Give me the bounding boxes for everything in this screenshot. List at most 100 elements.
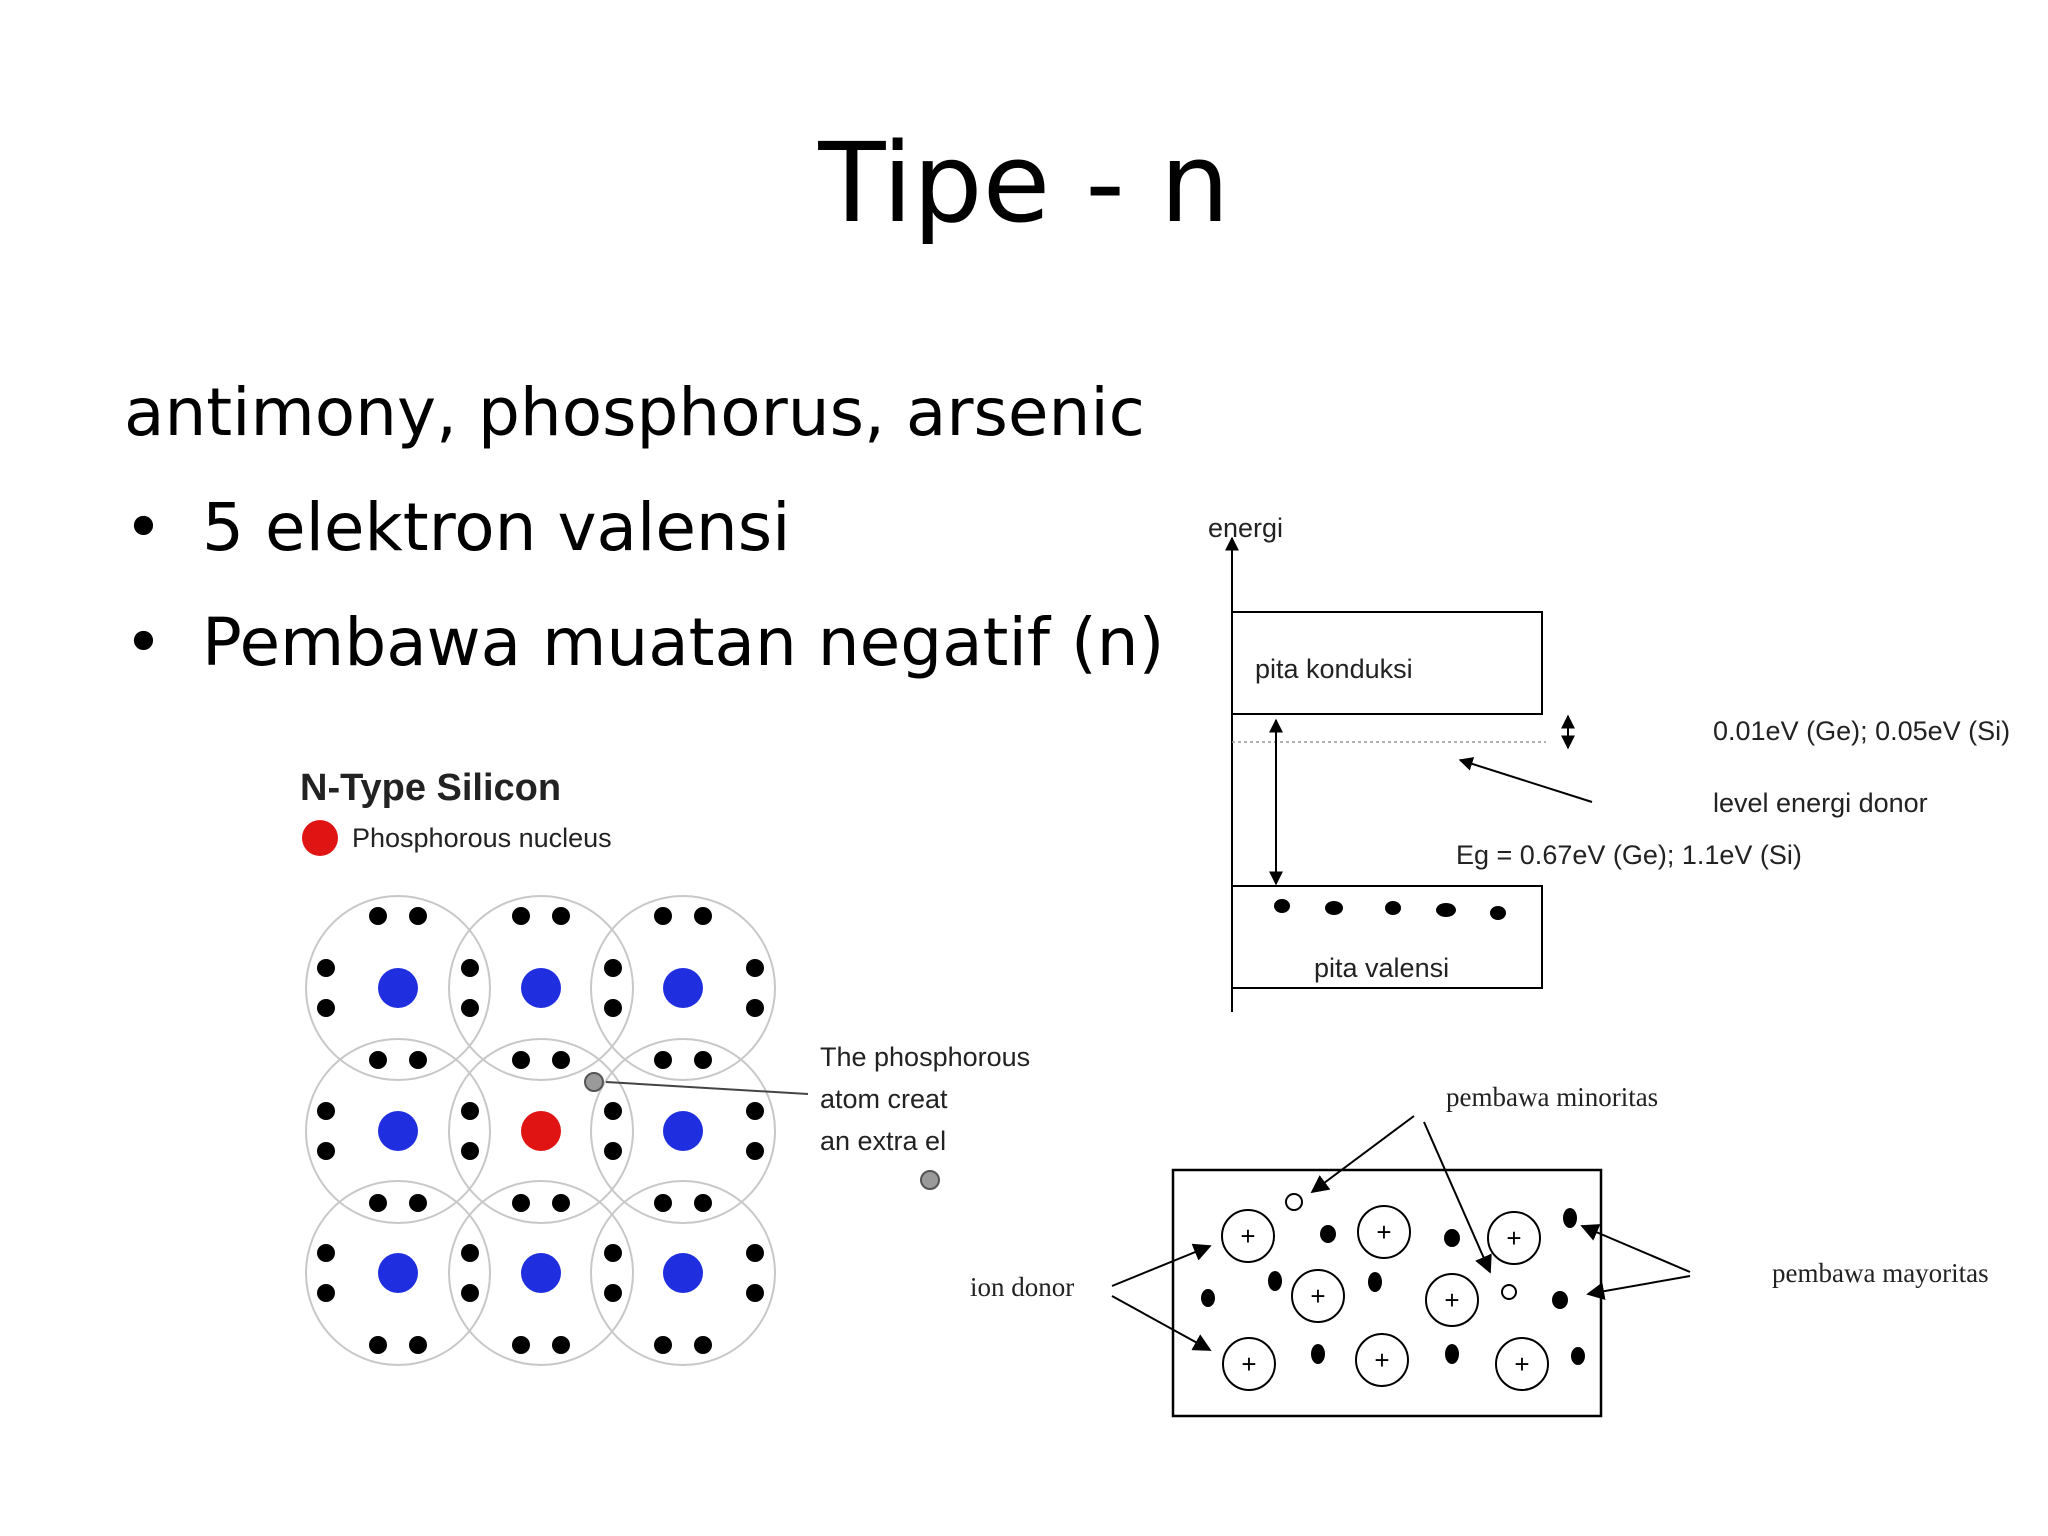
bond-electron <box>746 959 764 977</box>
donor-ion-icon <box>1355 1333 1409 1387</box>
bond-electron <box>694 1336 712 1354</box>
bond-electron <box>654 1336 672 1354</box>
bond-electron <box>512 1051 530 1069</box>
bond-electron <box>654 907 672 925</box>
bond-electron <box>461 1284 479 1302</box>
bond-electron <box>317 959 335 977</box>
minority-pointer <box>1310 1115 1415 1194</box>
majority-carrier-label: pembawa mayoritas <box>1772 1258 1989 1288</box>
donor-ion-symbol: + <box>1240 1221 1255 1251</box>
donor-ion-pointer <box>1111 1243 1212 1287</box>
valence-electron <box>1490 906 1506 920</box>
slide-title: Tipe - n <box>818 119 1230 247</box>
bond-electron <box>654 1051 672 1069</box>
bond-electron <box>461 1244 479 1262</box>
callout-pointer <box>605 1081 809 1095</box>
silicon-nucleus-icon <box>378 1253 418 1293</box>
intro-line: antimony, phosphorus, arsenic <box>124 374 1145 451</box>
bond-electron <box>512 907 530 925</box>
silicon-nucleus-icon <box>663 1253 703 1293</box>
bullet-dot-icon: • <box>124 604 163 681</box>
bond-electron <box>552 1194 570 1212</box>
bullet-item: •5 elektron valensi <box>124 495 791 561</box>
silicon-nucleus-icon <box>521 968 561 1008</box>
bond-electron <box>746 1142 764 1160</box>
bond-electron <box>746 999 764 1017</box>
bond-electron <box>512 1194 530 1212</box>
bond-electron <box>604 959 622 977</box>
callout-line: The phosphorous <box>820 1042 1030 1072</box>
bond-electron <box>694 907 712 925</box>
lattice-diagram: N-Type Silicon Phosphorous nucleus The p… <box>300 767 1030 1366</box>
valence-electron <box>1385 901 1401 915</box>
donor-ion-icon <box>1221 1209 1275 1263</box>
lattice-orbit <box>590 895 776 1081</box>
lattice-orbit <box>448 895 634 1081</box>
bond-electron <box>694 1051 712 1069</box>
silicon-nucleus-icon <box>378 1111 418 1151</box>
extra-electron-icon <box>584 1072 604 1092</box>
donor-ion-icon <box>1487 1211 1541 1265</box>
majority-carrier-icon <box>1444 1229 1460 1247</box>
lattice-orbit <box>305 895 491 1081</box>
lattice-orbit <box>448 1038 634 1224</box>
lattice-orbit <box>305 1180 491 1366</box>
free-electron-icon <box>920 1170 940 1190</box>
majority-carrier-icon <box>1563 1208 1577 1228</box>
phosphorous-legend-icon <box>302 820 338 856</box>
bond-electron <box>552 1051 570 1069</box>
minority-pointer <box>1423 1121 1492 1274</box>
silicon-nucleus-icon <box>378 968 418 1008</box>
carrier-diagram: pembawa minoritas pembawa mayoritas ion … <box>970 1082 1989 1418</box>
bond-electron <box>317 999 335 1017</box>
bond-electron <box>604 1284 622 1302</box>
bond-electron <box>409 1051 427 1069</box>
bond-electron <box>604 999 622 1017</box>
valence-band <box>1231 885 1543 989</box>
donor-ion-symbol: + <box>1374 1345 1389 1375</box>
majority-carrier-icon <box>1552 1291 1568 1309</box>
bond-electron <box>409 907 427 925</box>
valence-electron <box>1436 903 1456 917</box>
bullet-text: 5 elektron valensi <box>202 489 791 566</box>
phosphorous-nucleus-icon <box>521 1111 561 1151</box>
donor-ion-symbol: + <box>1310 1281 1325 1311</box>
bond-electron <box>694 1194 712 1212</box>
donor-ion-symbol: + <box>1506 1223 1521 1253</box>
donor-ion-pointer <box>1111 1295 1212 1351</box>
callout-line: an extra el <box>820 1126 946 1156</box>
callout-line: atom creat <box>820 1084 948 1114</box>
valence-electron <box>1274 899 1290 913</box>
donor-ion-symbol: + <box>1514 1349 1529 1379</box>
valence-band-label: pita valensi <box>1314 953 1449 983</box>
bullet-dot-icon: • <box>124 489 163 566</box>
bond-electron <box>317 1244 335 1262</box>
energy-band-diagram: energi pita konduksi pita valensi 0.01eV… <box>1208 513 2010 1012</box>
bond-electron <box>604 1142 622 1160</box>
bond-electron <box>512 1336 530 1354</box>
bond-electron <box>604 1244 622 1262</box>
bond-electron <box>654 1194 672 1212</box>
bond-electron <box>461 999 479 1017</box>
majority-carrier-icon <box>1320 1225 1336 1243</box>
lattice-orbit <box>305 1038 491 1224</box>
conduction-band <box>1231 611 1543 715</box>
bond-electron <box>461 1142 479 1160</box>
bond-electron <box>369 1336 387 1354</box>
energy-axis-label: energi <box>1208 513 1283 543</box>
silicon-nucleus-icon <box>521 1253 561 1293</box>
majority-carrier-icon <box>1311 1344 1325 1364</box>
minority-carrier-icon <box>1285 1193 1303 1211</box>
donor-ion-icon <box>1425 1273 1479 1327</box>
majority-carrier-icon <box>1268 1271 1282 1291</box>
lattice-orbit <box>590 1038 776 1224</box>
silicon-nucleus-icon <box>663 1111 703 1151</box>
majority-carrier-icon <box>1571 1347 1585 1365</box>
lattice-orbit <box>590 1180 776 1366</box>
bond-electron <box>317 1284 335 1302</box>
donor-ion-icon <box>1357 1205 1411 1259</box>
bond-electron <box>604 1102 622 1120</box>
bond-electron <box>369 1194 387 1212</box>
donor-ions: ++++++++ <box>1221 1205 1549 1391</box>
